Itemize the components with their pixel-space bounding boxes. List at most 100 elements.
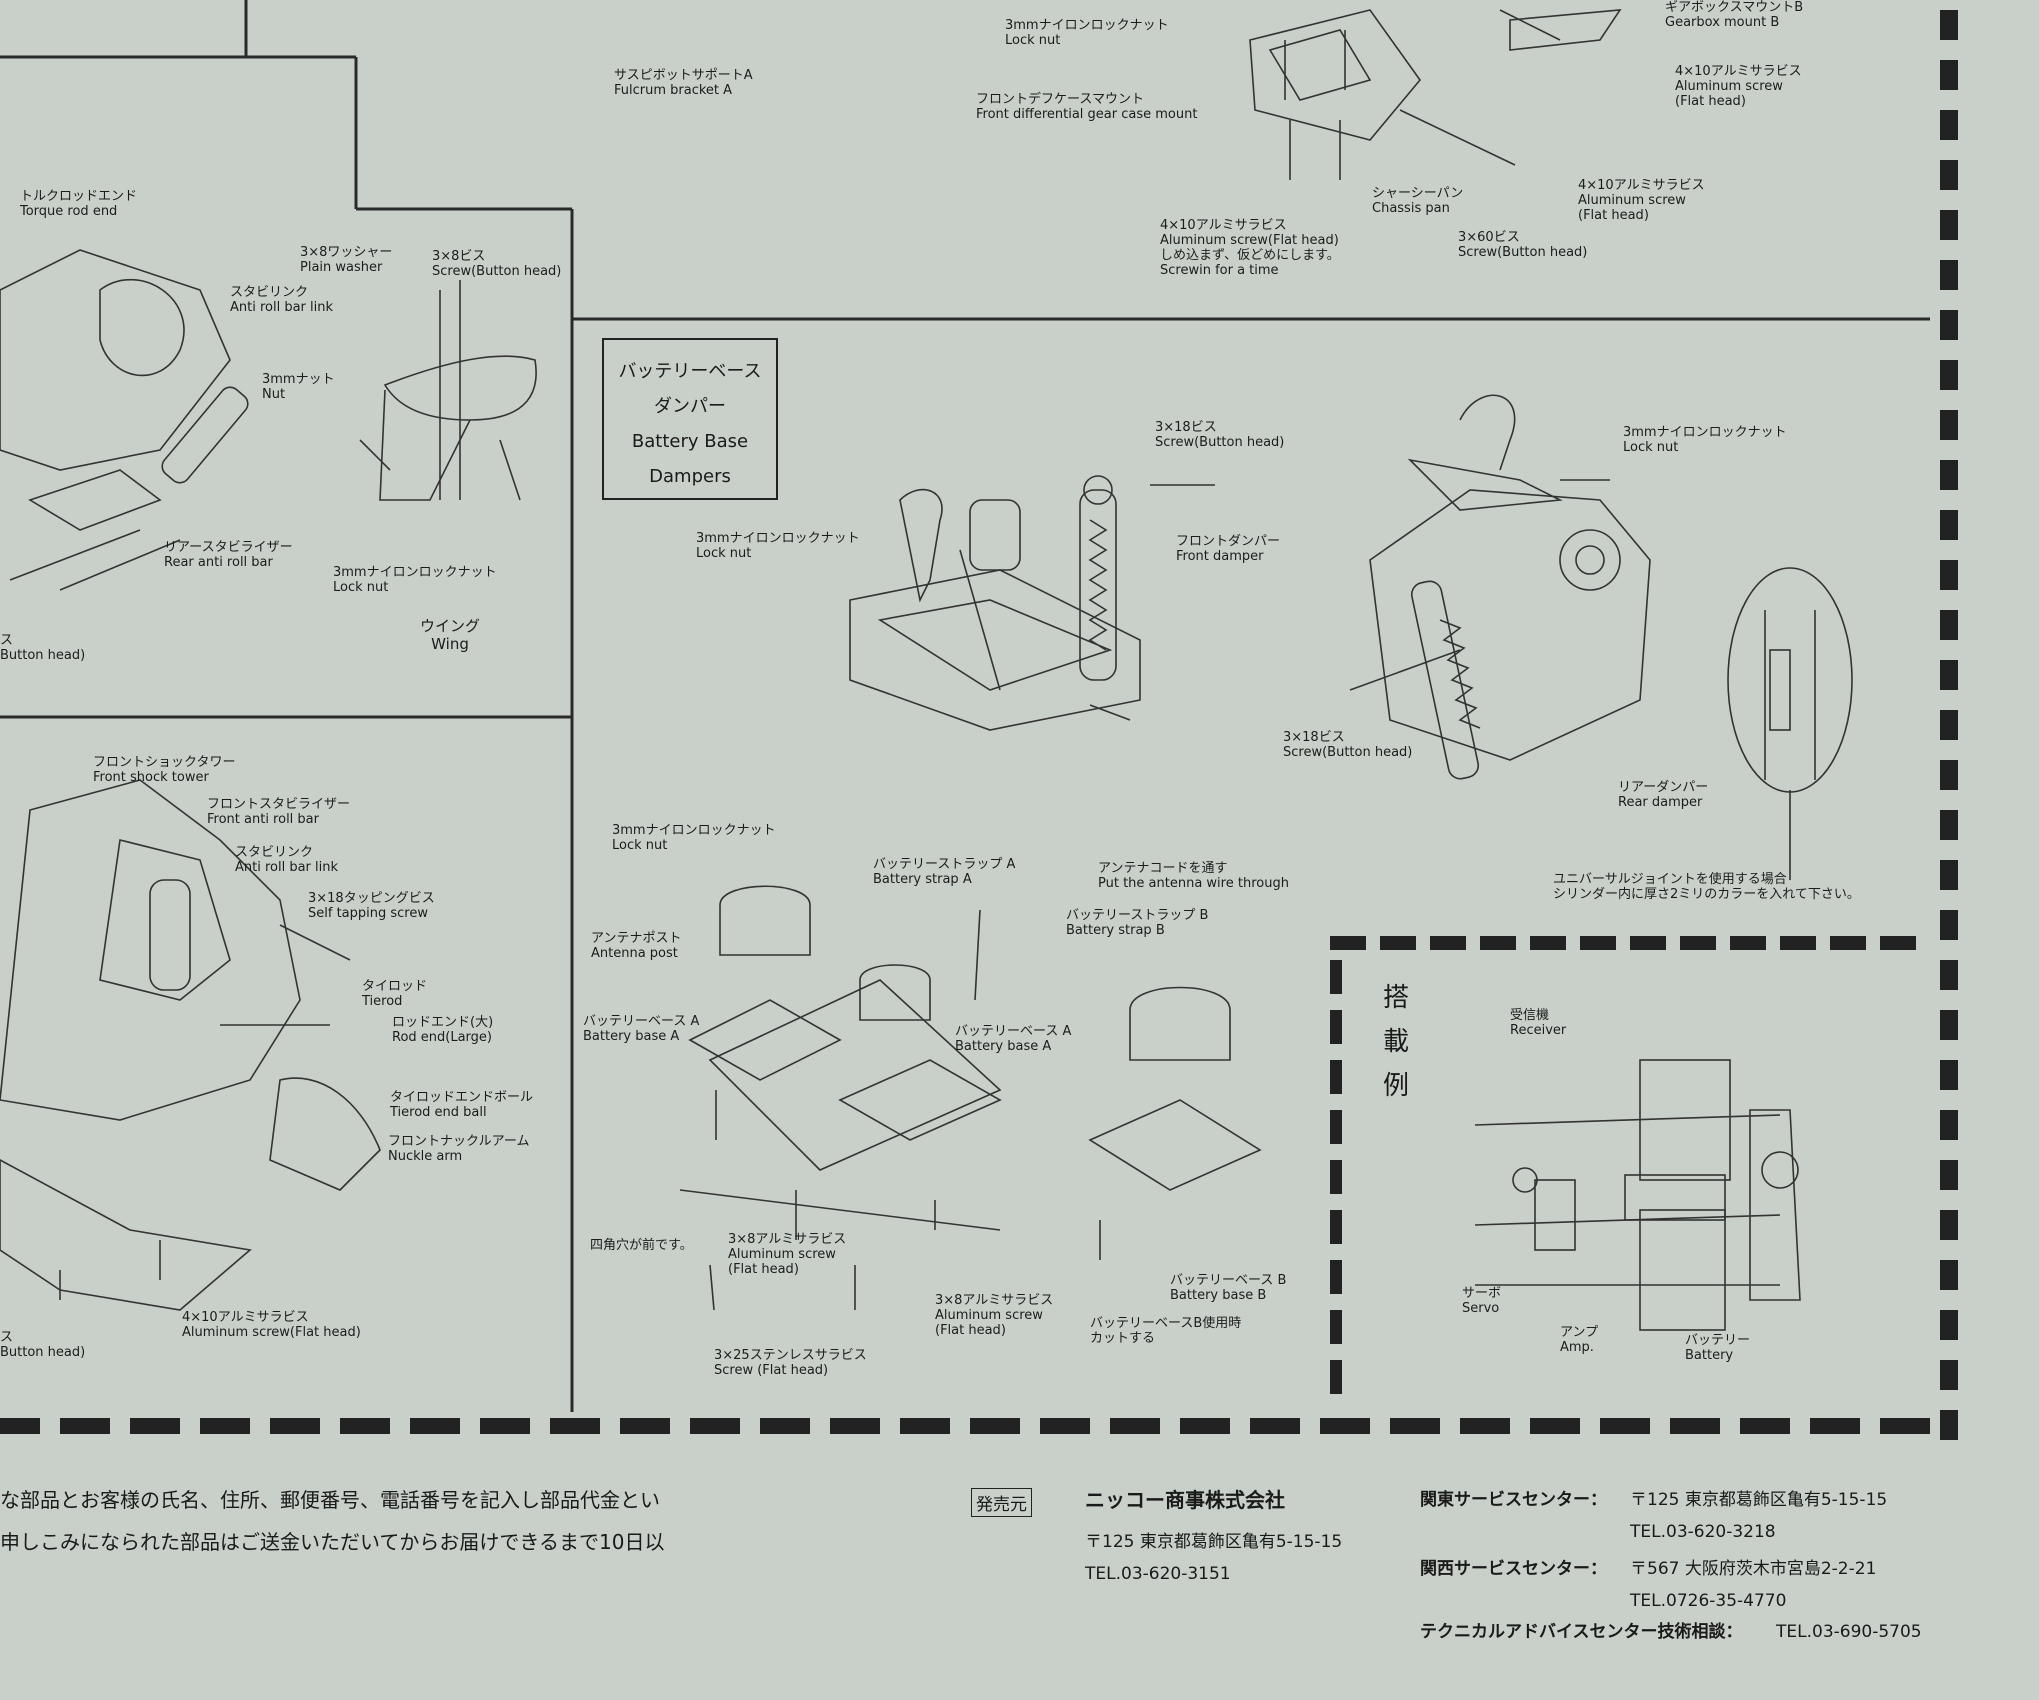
- label-ja: アンプ: [1560, 1325, 1599, 1340]
- label-en: Front anti roll bar: [207, 812, 319, 827]
- label-ja: サスピボットサポートA: [614, 68, 753, 83]
- label-ja: トルクロッドエンド: [20, 189, 138, 204]
- mounting-char-1: 搭: [1382, 983, 1409, 1013]
- footer-text-line-1: な部品とお客様の氏名、住所、郵便番号、電話番号を記入し部品代金とい: [0, 1488, 660, 1512]
- label-en: Tierod: [362, 994, 403, 1009]
- label-base-b-cut: バッテリーベースB使用時カットする: [1090, 1316, 1241, 1346]
- label-ja: フロントショックタワー: [93, 755, 236, 770]
- label-en-2: (Flat head): [1675, 94, 1746, 109]
- label-ja: スタビリンク: [235, 845, 314, 860]
- label-en-2: Screwin for a time: [1160, 263, 1279, 278]
- label-en: Nuckle arm: [388, 1149, 463, 1164]
- label-en: Front damper: [1176, 549, 1264, 564]
- label-square-hole: 四角穴が前です。: [590, 1238, 693, 1253]
- label-en: Aluminum screw(Flat head): [182, 1325, 361, 1340]
- label-ja: ユニバーサルジョイントを使用する場合: [1553, 872, 1787, 887]
- label-ja: バッテリー: [1685, 1333, 1751, 1348]
- label-en: Torque rod end: [20, 204, 118, 219]
- frame-lines: [0, 0, 1930, 1412]
- label-ja: ロッドエンド(大): [392, 1015, 494, 1030]
- mounting-char-2: 載: [1382, 1027, 1409, 1057]
- label-en: Screw(Button head): [1155, 435, 1285, 450]
- battery-base-dampers-title: バッテリーベース ダンパー Battery Base Dampers: [602, 338, 778, 500]
- label-ja: ウイング: [420, 617, 481, 635]
- label-en-2: (Flat head): [728, 1262, 799, 1277]
- kansai-tel: TEL.0726-35-4770: [1630, 1591, 1787, 1611]
- label-ja: 四角穴が前です。: [590, 1238, 693, 1253]
- label-en: Battery: [1685, 1348, 1734, 1363]
- label-ja: バッテリーベース B: [1170, 1273, 1287, 1288]
- label-en: Button head): [0, 1345, 86, 1360]
- label-en: Tierod end ball: [390, 1105, 487, 1120]
- label-ja: フロントデフケースマウント: [976, 92, 1144, 107]
- label-ja: バッテリーベースB使用時: [1090, 1316, 1242, 1331]
- label-ja: バッテリーベース A: [583, 1014, 700, 1029]
- label-en: Button head): [0, 648, 86, 663]
- kanto-address: 〒125 東京都葛飾区亀有5-15-15: [1630, 1490, 1888, 1510]
- label-ja: 3×18ビス: [1283, 730, 1345, 745]
- label-ja: 3mmナイロンロックナット: [1623, 425, 1787, 440]
- label-ja: フロントスタビライザー: [207, 797, 351, 812]
- label-en: Aluminum screw: [1578, 193, 1686, 208]
- label-ja: バッテリーストラップ A: [873, 857, 1016, 872]
- label-en: Antenna post: [591, 946, 678, 961]
- kanto-tel: TEL.03-620-3218: [1630, 1522, 1776, 1542]
- label-en: Battery strap B: [1066, 923, 1165, 938]
- label-ja: 3×18タッピングビス: [308, 891, 435, 906]
- label-en: Front differential gear case mount: [976, 107, 1198, 122]
- label-en: Battery base B: [1170, 1288, 1267, 1303]
- label-ja: フロントナックルアーム: [388, 1134, 530, 1149]
- bottom-dashed-border: [0, 1418, 1930, 1434]
- label-ja: 3×25ステンレスサラビス: [714, 1348, 867, 1363]
- label-en: Put the antenna wire through: [1098, 876, 1289, 891]
- label-ja: ギアボックスマウントB: [1665, 0, 1804, 15]
- label-ja: シャーシーパン: [1372, 186, 1464, 201]
- label-ja: 3mmナイロンロックナット: [1005, 18, 1169, 33]
- label-en: Battery base A: [955, 1039, 1052, 1054]
- label-en: Lock nut: [333, 580, 389, 595]
- label-en: Servo: [1462, 1301, 1500, 1316]
- label-ja: 3mmナイロンロックナット: [333, 565, 497, 580]
- mounting-char-3: 例: [1382, 1071, 1409, 1101]
- distributor-tag: 発売元: [971, 1488, 1032, 1517]
- label-ja-2: カットする: [1090, 1331, 1156, 1346]
- label-en: Chassis pan: [1372, 201, 1450, 216]
- label-ja: 3×18ビス: [1155, 420, 1217, 435]
- label-ja: バッテリーベース A: [955, 1024, 1072, 1039]
- label-en: Aluminum screw: [935, 1308, 1043, 1323]
- label-en-2: (Flat head): [935, 1323, 1006, 1338]
- label-en: Fulcrum bracket A: [614, 83, 733, 98]
- label-ja: スタビリンク: [230, 285, 309, 300]
- label-en: Aluminum screw(Flat head): [1160, 233, 1339, 248]
- label-rod-end-large: ロッドエンド(大)Rod end(Large): [392, 1015, 493, 1045]
- label-ja: アンテナコードを通す: [1098, 861, 1228, 876]
